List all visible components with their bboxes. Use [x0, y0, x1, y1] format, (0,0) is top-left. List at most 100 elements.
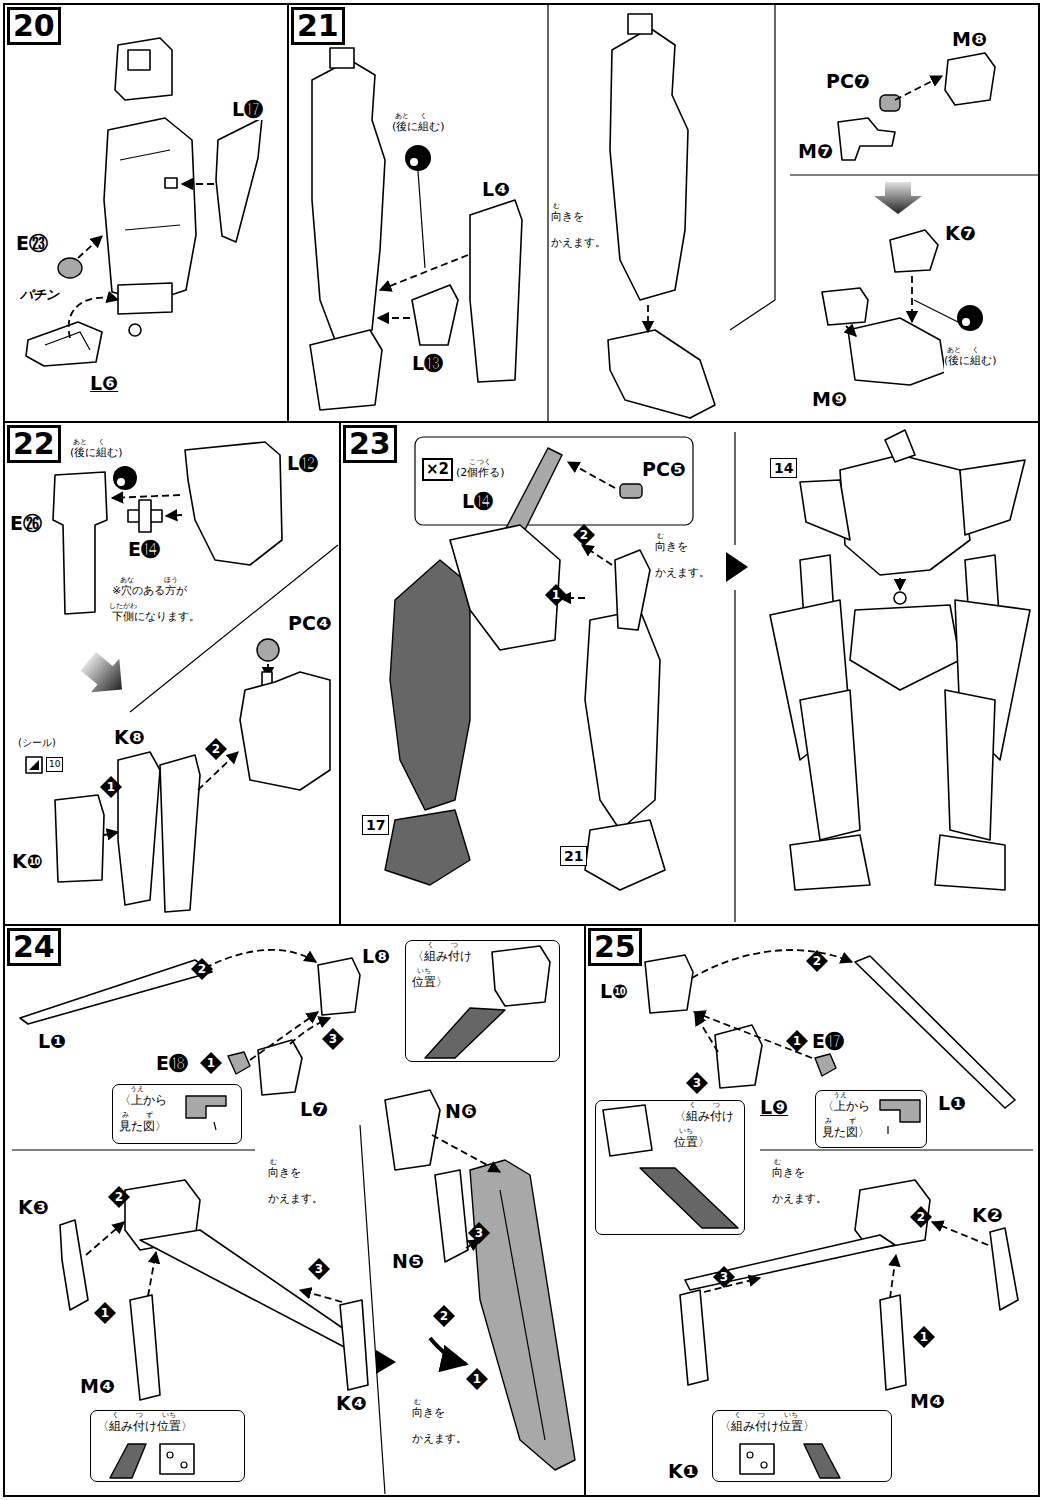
step-21-parts-shape: [330, 48, 354, 68]
step-24-parts-shape: [214, 1122, 216, 1130]
step-21-parts-shape: [874, 182, 922, 214]
step-22-parts-shape: [118, 752, 160, 905]
order-diamond-text: 2: [191, 958, 213, 980]
step-20-parts-shape: [104, 118, 196, 302]
step-25-parts-shape: [680, 1290, 708, 1385]
step-21-parts-shape: [310, 330, 382, 410]
note-text: 向きを かえます。: [412, 1400, 470, 1452]
order-diamond: 2: [191, 958, 213, 980]
step-24-parts-shape: [500, 1190, 545, 1440]
step-23-parts-shape: [850, 605, 960, 690]
step-22-parts-shape: [112, 495, 180, 498]
order-diamond: 3: [322, 1028, 344, 1050]
part-label: N❻: [445, 1100, 477, 1122]
step-23-parts-shape: [899, 578, 901, 590]
step-number: 23: [343, 425, 397, 463]
step-22-parts-shape: [166, 515, 182, 516]
ruby-text: ほう: [164, 577, 178, 584]
step-22-parts-shape: [139, 500, 151, 532]
step-23-parts-shape: [615, 550, 650, 630]
step-24-parts: [20, 946, 575, 1478]
step-22-parts-shape: [104, 832, 118, 835]
part-label: K❹: [336, 1392, 367, 1414]
step-24-parts-shape: [148, 1252, 156, 1296]
part-label: K❿: [12, 850, 43, 872]
note-frame: 〈組み付け 位置〉: [595, 1100, 745, 1235]
part-label: L❻: [90, 372, 118, 394]
step-number: 20: [7, 7, 61, 45]
diamond-shape: [468, 1222, 490, 1244]
step-23-parts-shape: [945, 690, 995, 840]
ruby-text: あと: [73, 439, 87, 446]
diamond-shape: [713, 1266, 735, 1288]
part-label: E⓱: [812, 1030, 844, 1052]
part-label: E㉓: [16, 232, 48, 254]
step-25-parts-shape: [695, 1014, 718, 1052]
ruby-text: つ: [136, 1412, 143, 1419]
note-frame: 〈組み付け位置〉: [712, 1410, 892, 1482]
step-23-parts-shape: [790, 835, 870, 890]
note-text: 向きを かえます。: [551, 204, 609, 256]
step-20-parts-shape: [118, 283, 172, 314]
part-label: M❹: [80, 1375, 115, 1397]
step-25-parts-shape: [715, 1025, 762, 1088]
step-25-parts-shape: [645, 955, 693, 1013]
part-label: E⓮: [128, 538, 160, 560]
step-23-parts: [385, 430, 1030, 890]
order-diamond-text: 2: [433, 1305, 455, 1327]
step-21-parts-shape: [822, 288, 868, 325]
ruby-text: つ: [713, 1102, 720, 1109]
reference-box-text: 21: [564, 847, 583, 865]
part-label: E⓲: [156, 1052, 188, 1074]
step-21-parts-shape: [378, 317, 410, 319]
part-label: K❷: [972, 1204, 1003, 1226]
order-diamond-text: 1: [545, 584, 567, 606]
order-diamond-text: 2: [205, 738, 227, 760]
panel-frame-shape: [548, 4, 1039, 422]
step-25-parts-shape: [890, 1255, 896, 1298]
step-24-parts-shape: [167, 1452, 173, 1458]
step-number-text: 25: [594, 931, 636, 963]
step-23-parts-shape: [568, 462, 615, 488]
step-number-text: 24: [13, 931, 55, 963]
ruby-text: こ: [469, 459, 476, 466]
ruby-text: うえ: [833, 1092, 847, 1099]
step-20-parts-shape: [78, 236, 102, 258]
order-diamond: 2: [433, 1305, 455, 1327]
step-23-parts-shape: [585, 610, 660, 830]
part-label: L❽: [362, 945, 390, 967]
step-number-text: 21: [297, 10, 339, 42]
ruby-text: つ: [758, 1412, 765, 1419]
diamond-shape: [545, 584, 567, 606]
step-22-parts-shape: [113, 466, 137, 490]
step-21-parts-shape: [895, 76, 942, 100]
ruby-text: く: [689, 1102, 696, 1109]
step-number-text: 20: [13, 10, 55, 42]
ruby-text: つ: [451, 942, 458, 949]
seal-number-text: 10: [49, 758, 60, 771]
step-24-parts-shape: [160, 1444, 194, 1474]
ruby-text: む: [414, 1399, 421, 1406]
ruby-text: む: [270, 1159, 277, 1166]
order-diamond-text: 2: [573, 524, 595, 546]
step-21-parts-shape: [962, 318, 970, 326]
step-24-parts-shape: [205, 950, 316, 968]
step-20-parts: [26, 38, 262, 366]
sound-effect: パチン: [18, 286, 61, 304]
diamond-shape: [806, 950, 828, 972]
order-diamond: 1: [466, 1368, 488, 1390]
step-23-parts-shape: [960, 460, 1025, 535]
part-label: L⓱: [232, 98, 263, 120]
step-23-parts-shape: [894, 592, 906, 604]
ruby-text: いち: [784, 1412, 798, 1419]
part-label: K❽: [114, 726, 145, 748]
step-21-parts-shape: [880, 95, 900, 111]
ruby-text: ず: [849, 1118, 856, 1125]
step-24-parts-shape: [492, 946, 550, 1006]
ruby-text: く: [112, 1412, 119, 1419]
diamond-shape: [573, 524, 595, 546]
step-23-parts-shape: [450, 525, 560, 650]
step-21-parts-shape: [647, 305, 649, 332]
step-24-parts-shape: [425, 1008, 505, 1058]
diamond-shape: [433, 1305, 455, 1327]
